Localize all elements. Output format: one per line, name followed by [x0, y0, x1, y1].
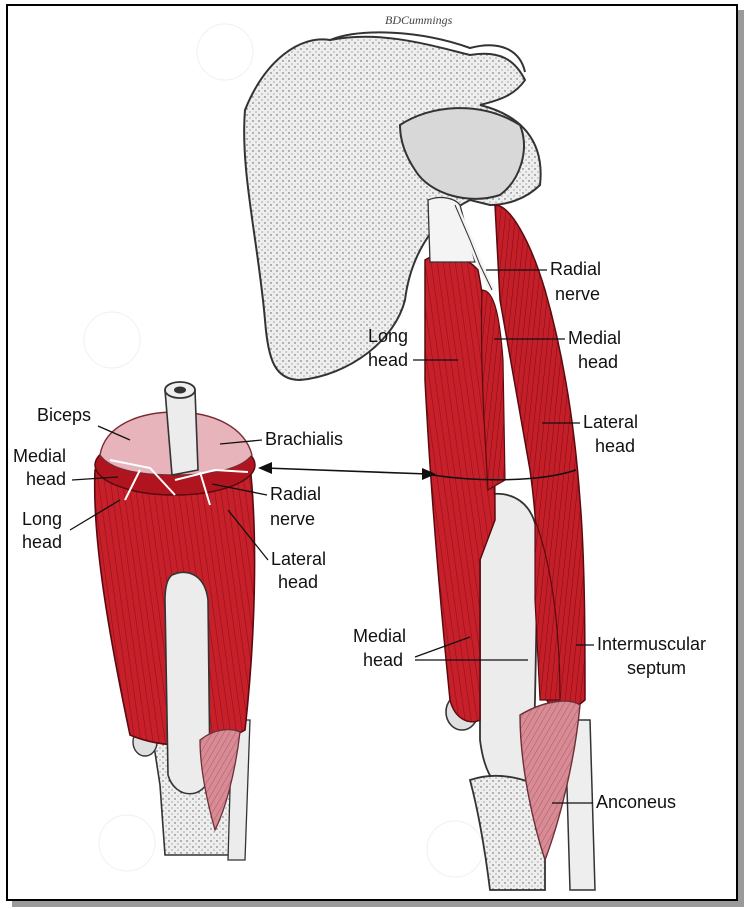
section-correspondence-arrow: [258, 462, 436, 480]
artist-signature: BDCummings: [385, 13, 453, 27]
svg-text:Brachialis: Brachialis: [265, 429, 343, 449]
svg-text:Radial: Radial: [550, 259, 601, 279]
svg-text:Medial: Medial: [13, 446, 66, 466]
label-intermuscular-septum: Intermuscular septum: [576, 634, 706, 678]
svg-text:Intermuscular: Intermuscular: [597, 634, 706, 654]
svg-text:Lateral: Lateral: [271, 549, 326, 569]
svg-text:head: head: [363, 650, 403, 670]
svg-text:nerve: nerve: [270, 509, 315, 529]
svg-text:Medial: Medial: [353, 626, 406, 646]
svg-text:Anconeus: Anconeus: [596, 792, 676, 812]
svg-text:Long: Long: [368, 326, 408, 346]
svg-text:Long: Long: [22, 509, 62, 529]
svg-text:head: head: [26, 469, 66, 489]
svg-text:Medial: Medial: [568, 328, 621, 348]
svg-text:nerve: nerve: [555, 284, 600, 304]
svg-text:septum: septum: [627, 658, 686, 678]
svg-text:head: head: [595, 436, 635, 456]
svg-text:head: head: [22, 532, 62, 552]
svg-text:head: head: [578, 352, 618, 372]
svg-text:head: head: [368, 350, 408, 370]
svg-text:Lateral: Lateral: [583, 412, 638, 432]
svg-text:head: head: [278, 572, 318, 592]
svg-text:Biceps: Biceps: [37, 405, 91, 425]
svg-text:Radial: Radial: [270, 484, 321, 504]
